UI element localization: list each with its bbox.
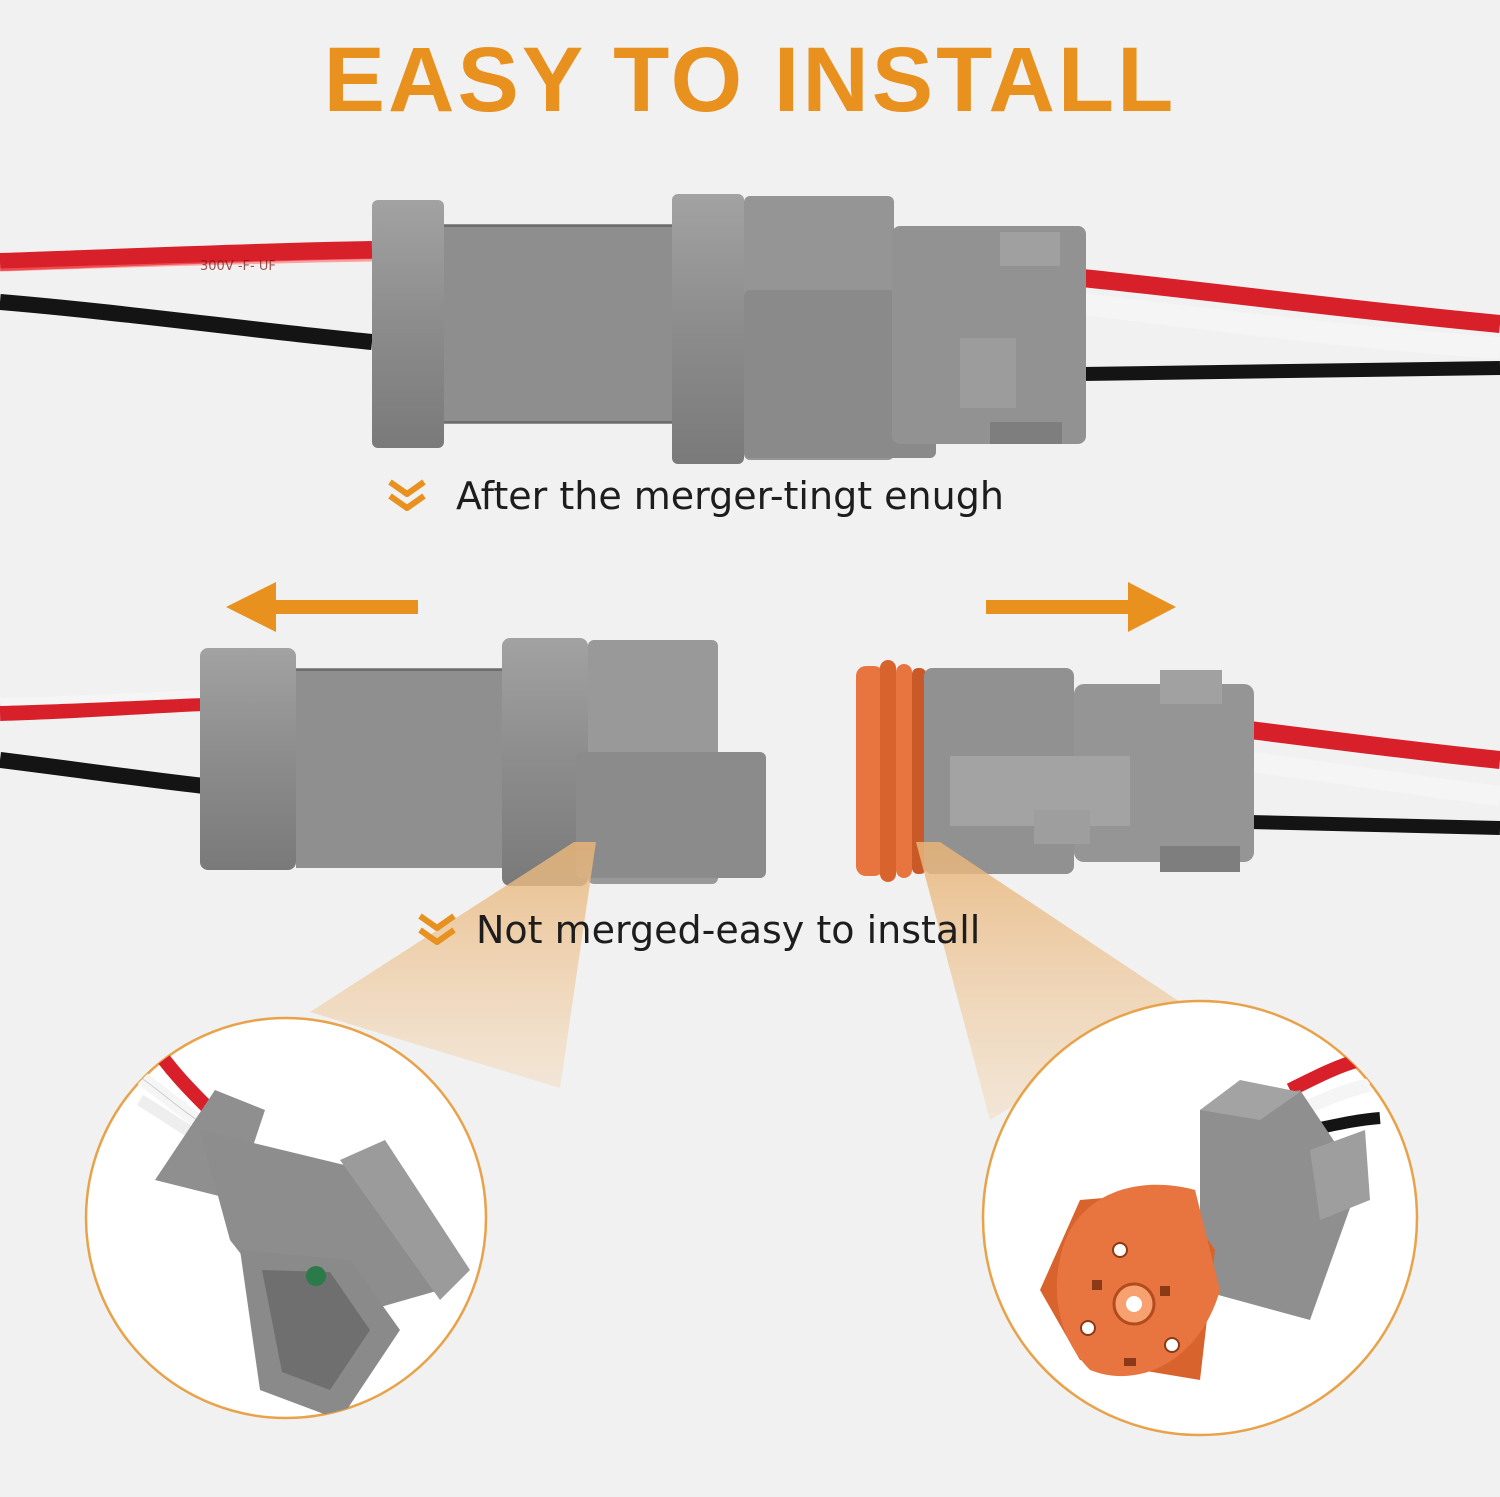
zoom-beam-right [916, 842, 1180, 1120]
female-connector [856, 660, 1500, 882]
male-connector [0, 638, 766, 886]
arrow-right-icon [986, 582, 1176, 632]
double-chevron-down-icon [418, 913, 456, 945]
detail-circle-female [981, 999, 1419, 1437]
merged-connector: 300V -F- UF [0, 194, 1500, 464]
caption-merged: After the merger-tingt enugh [456, 474, 1004, 518]
zoom-beam-left [310, 842, 596, 1088]
detail-circle-male [84, 1016, 488, 1420]
arrow-left-icon [226, 582, 418, 632]
double-chevron-down-icon [388, 479, 426, 511]
caption-unmerged: Not merged-easy to install [476, 908, 981, 952]
page-title: EASY TO INSTALL [323, 29, 1177, 131]
wire-print: 300V -F- UF [200, 259, 276, 274]
